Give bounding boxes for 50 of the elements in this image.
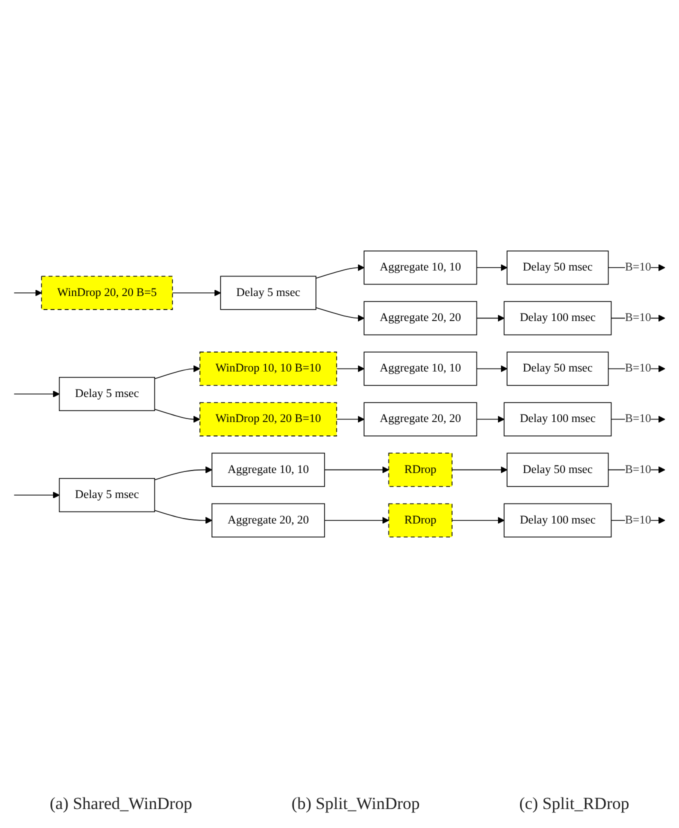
node-box <box>504 301 612 336</box>
node-box <box>364 250 478 285</box>
node-box <box>364 402 478 436</box>
edge-label: B=10 <box>624 312 652 324</box>
node-box <box>212 452 325 487</box>
arrow <box>476 264 508 272</box>
node-box <box>364 301 478 336</box>
edge-label: B=10 <box>624 514 652 526</box>
panel-caption: (c) Split_RDrop <box>519 794 630 814</box>
arrow <box>324 466 390 474</box>
edge-label: B=10 <box>624 412 652 426</box>
arrow <box>336 365 364 372</box>
arrow <box>476 314 504 322</box>
node-box <box>506 250 609 285</box>
arrow <box>14 390 60 398</box>
panel-caption: (a) Shared_WinDrop <box>50 794 192 814</box>
node-box <box>506 352 609 386</box>
node-box <box>506 452 609 487</box>
node-box <box>199 402 338 436</box>
arrow <box>336 416 364 423</box>
node-box <box>504 402 612 436</box>
arrow <box>14 289 42 296</box>
node-box <box>58 478 156 512</box>
node-box <box>504 503 612 538</box>
flow-diagram: B=10 B=10 B=10 B=10 B=10 B=10 WinDrop 20, 20 B=5 Delay 5 msec Aggregate 10, 10 Aggregate 20, 20 Delay 50 msec Delay 100 msec Delay 5 msec WinDrop 10, 10 B=10 WinDrop 20, 20 B=10 Aggregate 10, 10 Aggregate 20, 20 Delay 50 msec Delay 100 msec Delay 5 msec Aggregate 10, 10 Aggregate 20, 20 RDrop RDrop Delay 50 msec Delay 100 msec <box>0 0 679 788</box>
arrow <box>154 510 212 524</box>
arrow <box>316 264 364 279</box>
arrow <box>172 289 221 296</box>
arrow <box>316 307 364 322</box>
arrow <box>476 416 504 423</box>
node-box <box>212 503 325 538</box>
arrow <box>452 466 508 474</box>
edge-label: B=10 <box>624 362 652 375</box>
arrow <box>14 492 60 499</box>
node-box <box>220 276 316 310</box>
node-box <box>364 352 478 386</box>
arrow <box>452 516 504 524</box>
edge-label: B=10 <box>624 261 652 274</box>
arrow <box>154 408 200 423</box>
arrow <box>476 365 508 372</box>
node-box <box>199 352 338 386</box>
arrow <box>324 516 390 524</box>
arrow <box>154 365 200 380</box>
node-box <box>388 452 452 487</box>
arrow <box>154 466 212 480</box>
edge-label: B=10 <box>624 463 652 476</box>
node-box <box>41 276 173 310</box>
node-box <box>388 503 452 538</box>
node-box <box>58 376 156 412</box>
panel-caption: (b) Split_WinDrop <box>292 794 420 814</box>
